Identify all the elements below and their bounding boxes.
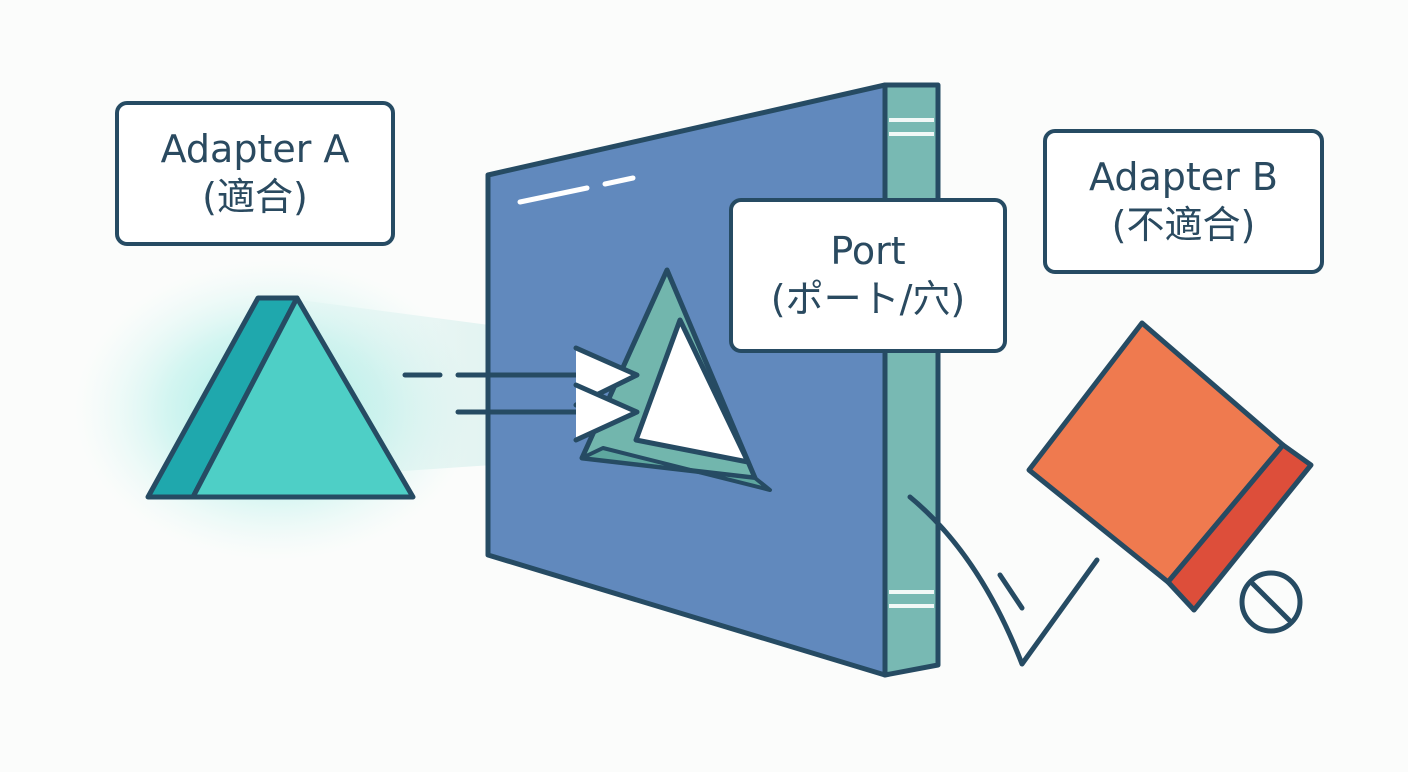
check-accent [997,572,1025,611]
adapter-a-note: (適合) [202,174,308,219]
prohibited-icon [1239,570,1303,634]
hole-opening [633,317,751,465]
adapter-a-front-face [190,295,416,500]
port-name: Port [830,229,906,273]
adapter-b-name: Adapter B [1089,155,1278,199]
hole-bottom-bevel [580,446,772,492]
adapter-a-label: Adapter A (適合) [115,101,395,246]
panel-face-highlight [517,185,590,205]
adapter-b-note: (不適合) [1111,202,1256,247]
adapter-b-side-face [1165,442,1314,613]
prohibited-slash [1250,581,1292,623]
adapter-a-name: Adapter A [160,127,350,171]
port-panel-edge [882,82,941,678]
check-icon [907,494,1100,667]
port-triangle-hole [579,267,772,492]
panel-face-highlight [602,175,636,187]
port-label: Port (ポート/穴) [729,198,1007,353]
adapter-b-label: Adapter B (不適合) [1043,129,1324,274]
check-stroke [907,494,1100,667]
arrow-head [573,382,640,443]
port-note: (ポート/穴) [770,276,966,321]
adapter-a-shape [145,295,416,500]
prohibited-ring [1239,570,1303,634]
insertion-arrows [402,345,640,443]
adapter-b-shape [1026,320,1314,613]
